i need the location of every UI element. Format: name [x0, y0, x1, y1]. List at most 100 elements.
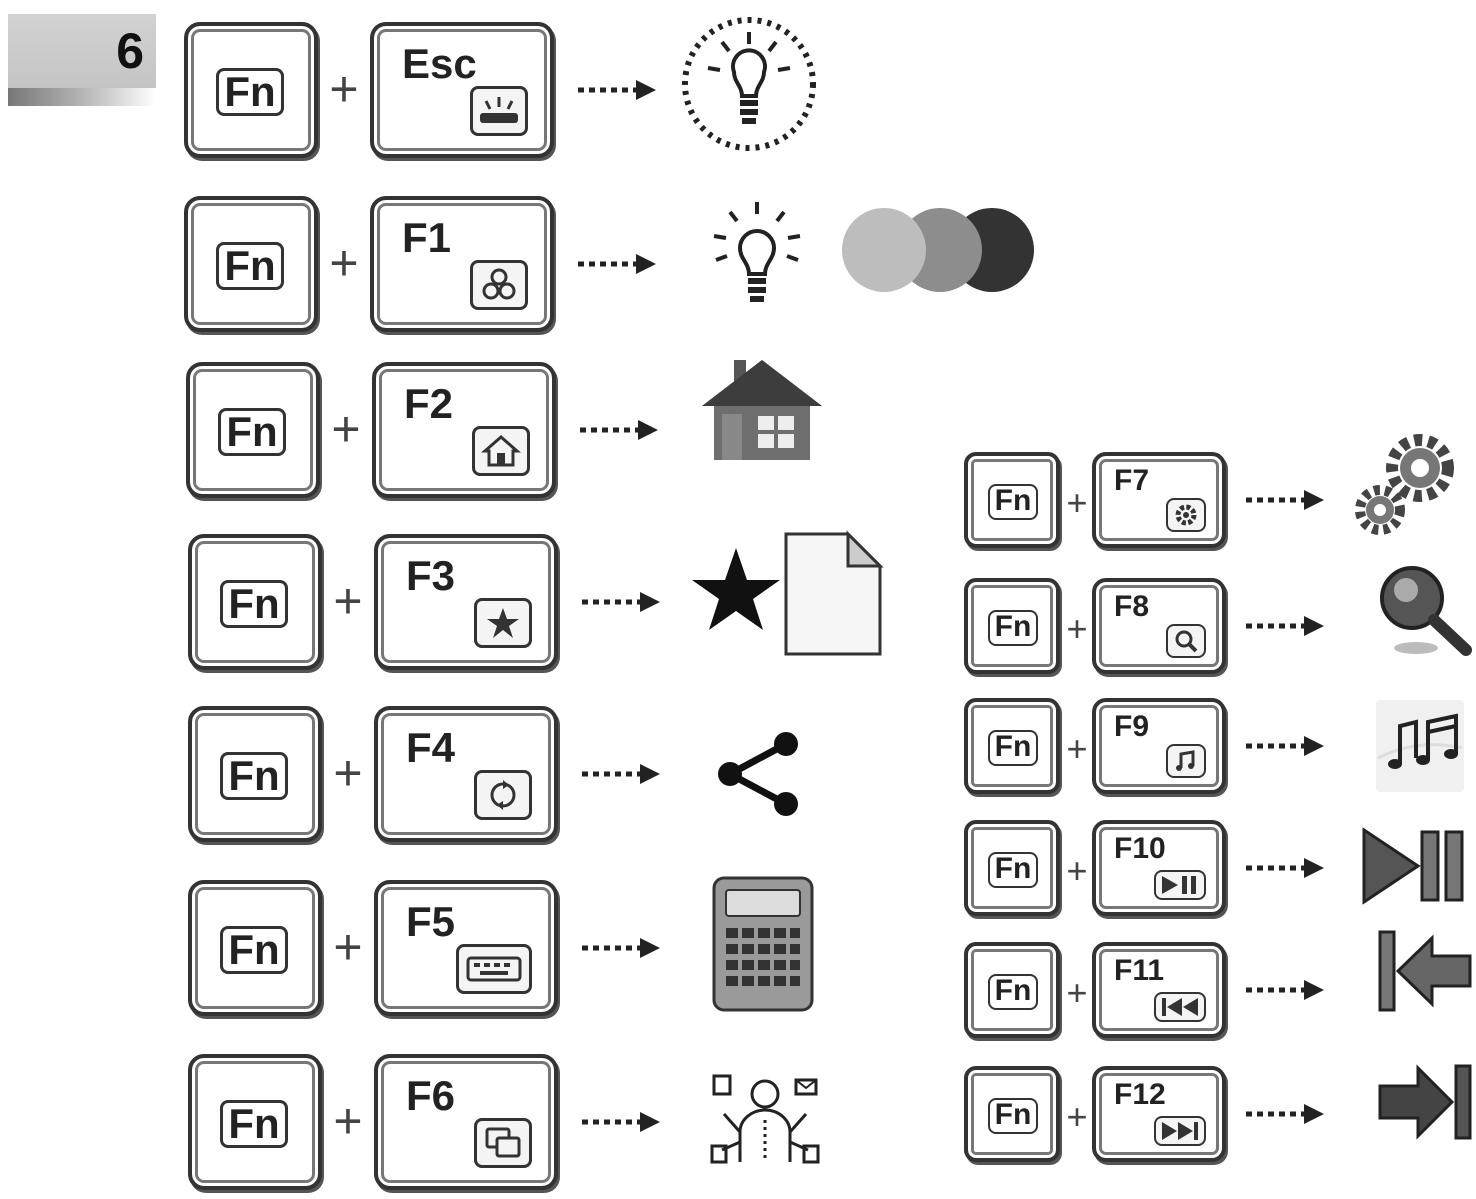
f11-key-label: F11: [1114, 954, 1165, 987]
esc-key: Esc: [370, 22, 554, 158]
fn-key-label: Fn: [220, 752, 288, 800]
music-note-icon: [1166, 744, 1206, 778]
fn-key: Fn: [188, 706, 322, 842]
f8-key-label: F8: [1114, 590, 1150, 623]
shortcut-row-esc: Fn + Esc: [184, 17, 884, 162]
multitasking-person-icon: [710, 1074, 820, 1164]
next-track-icon: [1154, 1116, 1206, 1146]
f6-key: F6: [374, 1054, 558, 1190]
shortcut-row-f6: Fn + F6: [188, 1054, 888, 1194]
plus-sign: +: [331, 401, 361, 457]
f10-key: F10: [1092, 820, 1226, 916]
magnifier-icon: [1380, 566, 1472, 656]
f3-key-label: F3: [406, 552, 456, 599]
calculator-icon: [712, 876, 814, 1012]
f2-key-label: F2: [404, 380, 454, 427]
plus-sign: +: [1066, 728, 1088, 769]
f7-key-label: F7: [1114, 464, 1150, 497]
previous-track-icon: [1154, 992, 1206, 1022]
step-badge-bar: [8, 88, 156, 106]
color-circles-icon: [842, 208, 1034, 292]
f12-key-label: F12: [1114, 1078, 1166, 1111]
calculator-key-icon: [456, 944, 532, 994]
shortcut-row-f10: Fn + F10: [964, 820, 1474, 920]
home-icon: [472, 426, 530, 476]
shortcut-row-f11: Fn + F11: [964, 930, 1474, 1042]
fn-key: Fn: [184, 196, 318, 332]
fn-key-label: Fn: [216, 68, 284, 116]
plus-sign: +: [1066, 1096, 1088, 1137]
fn-key-label: Fn: [220, 580, 288, 628]
f8-key: F8: [1092, 578, 1226, 674]
f9-key-label: F9: [1114, 710, 1150, 743]
share-icon: [718, 732, 798, 816]
f3-key: F3: [374, 534, 558, 670]
step-badge: 6: [8, 14, 156, 108]
plus-sign: +: [1066, 972, 1088, 1013]
arrow-icon: [1246, 490, 1324, 510]
house-icon: [702, 360, 822, 460]
shortcut-row-f12: Fn + F12: [964, 1064, 1474, 1166]
shortcut-row-f2: Fn + F2: [186, 360, 886, 502]
fn-key: Fn: [964, 452, 1060, 548]
fn-key: Fn: [184, 22, 318, 158]
f9-key: F9: [1092, 698, 1226, 794]
f1-key-label: F1: [402, 214, 452, 261]
f5-key: F5: [374, 880, 558, 1016]
previous-arrow-icon: [1378, 930, 1472, 1012]
f11-key: F11: [1092, 942, 1226, 1038]
fn-key: Fn: [964, 820, 1060, 916]
gear-icon: [1166, 498, 1206, 532]
fn-key: Fn: [964, 1066, 1060, 1162]
f5-key-label: F5: [406, 898, 456, 945]
arrow-icon: [578, 80, 656, 100]
plus-sign: +: [333, 745, 363, 801]
music-player-icon: [1376, 700, 1464, 792]
plus-sign: +: [1066, 482, 1088, 523]
shortcut-row-f5: Fn + F5: [188, 876, 888, 1020]
play-pause-icon: [1154, 870, 1206, 900]
shortcut-row-f9: Fn + F9: [964, 698, 1474, 798]
f4-key: F4: [374, 706, 558, 842]
shortcut-row-f1: Fn + F1: [184, 196, 1044, 336]
search-icon: [1166, 624, 1206, 658]
fn-key: Fn: [188, 1054, 322, 1190]
esc-key-label: Esc: [402, 40, 477, 87]
fn-key-label: Fn: [988, 484, 1038, 520]
arrow-icon: [582, 764, 660, 784]
fn-key-label: Fn: [988, 610, 1038, 646]
arrow-icon: [578, 254, 656, 274]
plus-sign: +: [333, 919, 363, 975]
step-number: 6: [116, 23, 144, 79]
keyboard-backlight-icon: [470, 86, 528, 136]
lightbulb-dotted-icon: [682, 17, 816, 151]
fn-key-label: Fn: [988, 1098, 1038, 1134]
shortcut-row-f8: Fn + F8: [964, 566, 1474, 678]
fn-key-label: Fn: [220, 1100, 288, 1148]
arrow-icon: [582, 938, 660, 958]
fn-key-label: Fn: [218, 408, 286, 456]
shortcut-row-f3: Fn + F3: [188, 530, 908, 674]
shortcut-row-f4: Fn + F4: [188, 706, 888, 846]
fn-key: Fn: [188, 534, 322, 670]
fn-key: Fn: [964, 578, 1060, 674]
fn-key-label: Fn: [988, 852, 1038, 888]
plus-sign: +: [329, 235, 359, 291]
f4-key-label: F4: [406, 724, 456, 771]
fn-key: Fn: [964, 698, 1060, 794]
arrow-icon: [582, 592, 660, 612]
fn-key: Fn: [186, 362, 320, 498]
plus-sign: +: [333, 1093, 363, 1149]
fn-key-label: Fn: [220, 926, 288, 974]
f2-key: F2: [372, 362, 556, 498]
plus-sign: +: [1066, 850, 1088, 891]
fn-key-label: Fn: [216, 242, 284, 290]
f6-key-label: F6: [406, 1072, 456, 1119]
arrow-icon: [1246, 858, 1324, 878]
arrow-icon: [1246, 616, 1324, 636]
arrow-icon: [1246, 1104, 1324, 1124]
f7-key: F7: [1092, 452, 1226, 548]
next-arrow-icon: [1378, 1064, 1472, 1140]
plus-sign: +: [329, 61, 359, 117]
arrow-icon: [582, 1112, 660, 1132]
